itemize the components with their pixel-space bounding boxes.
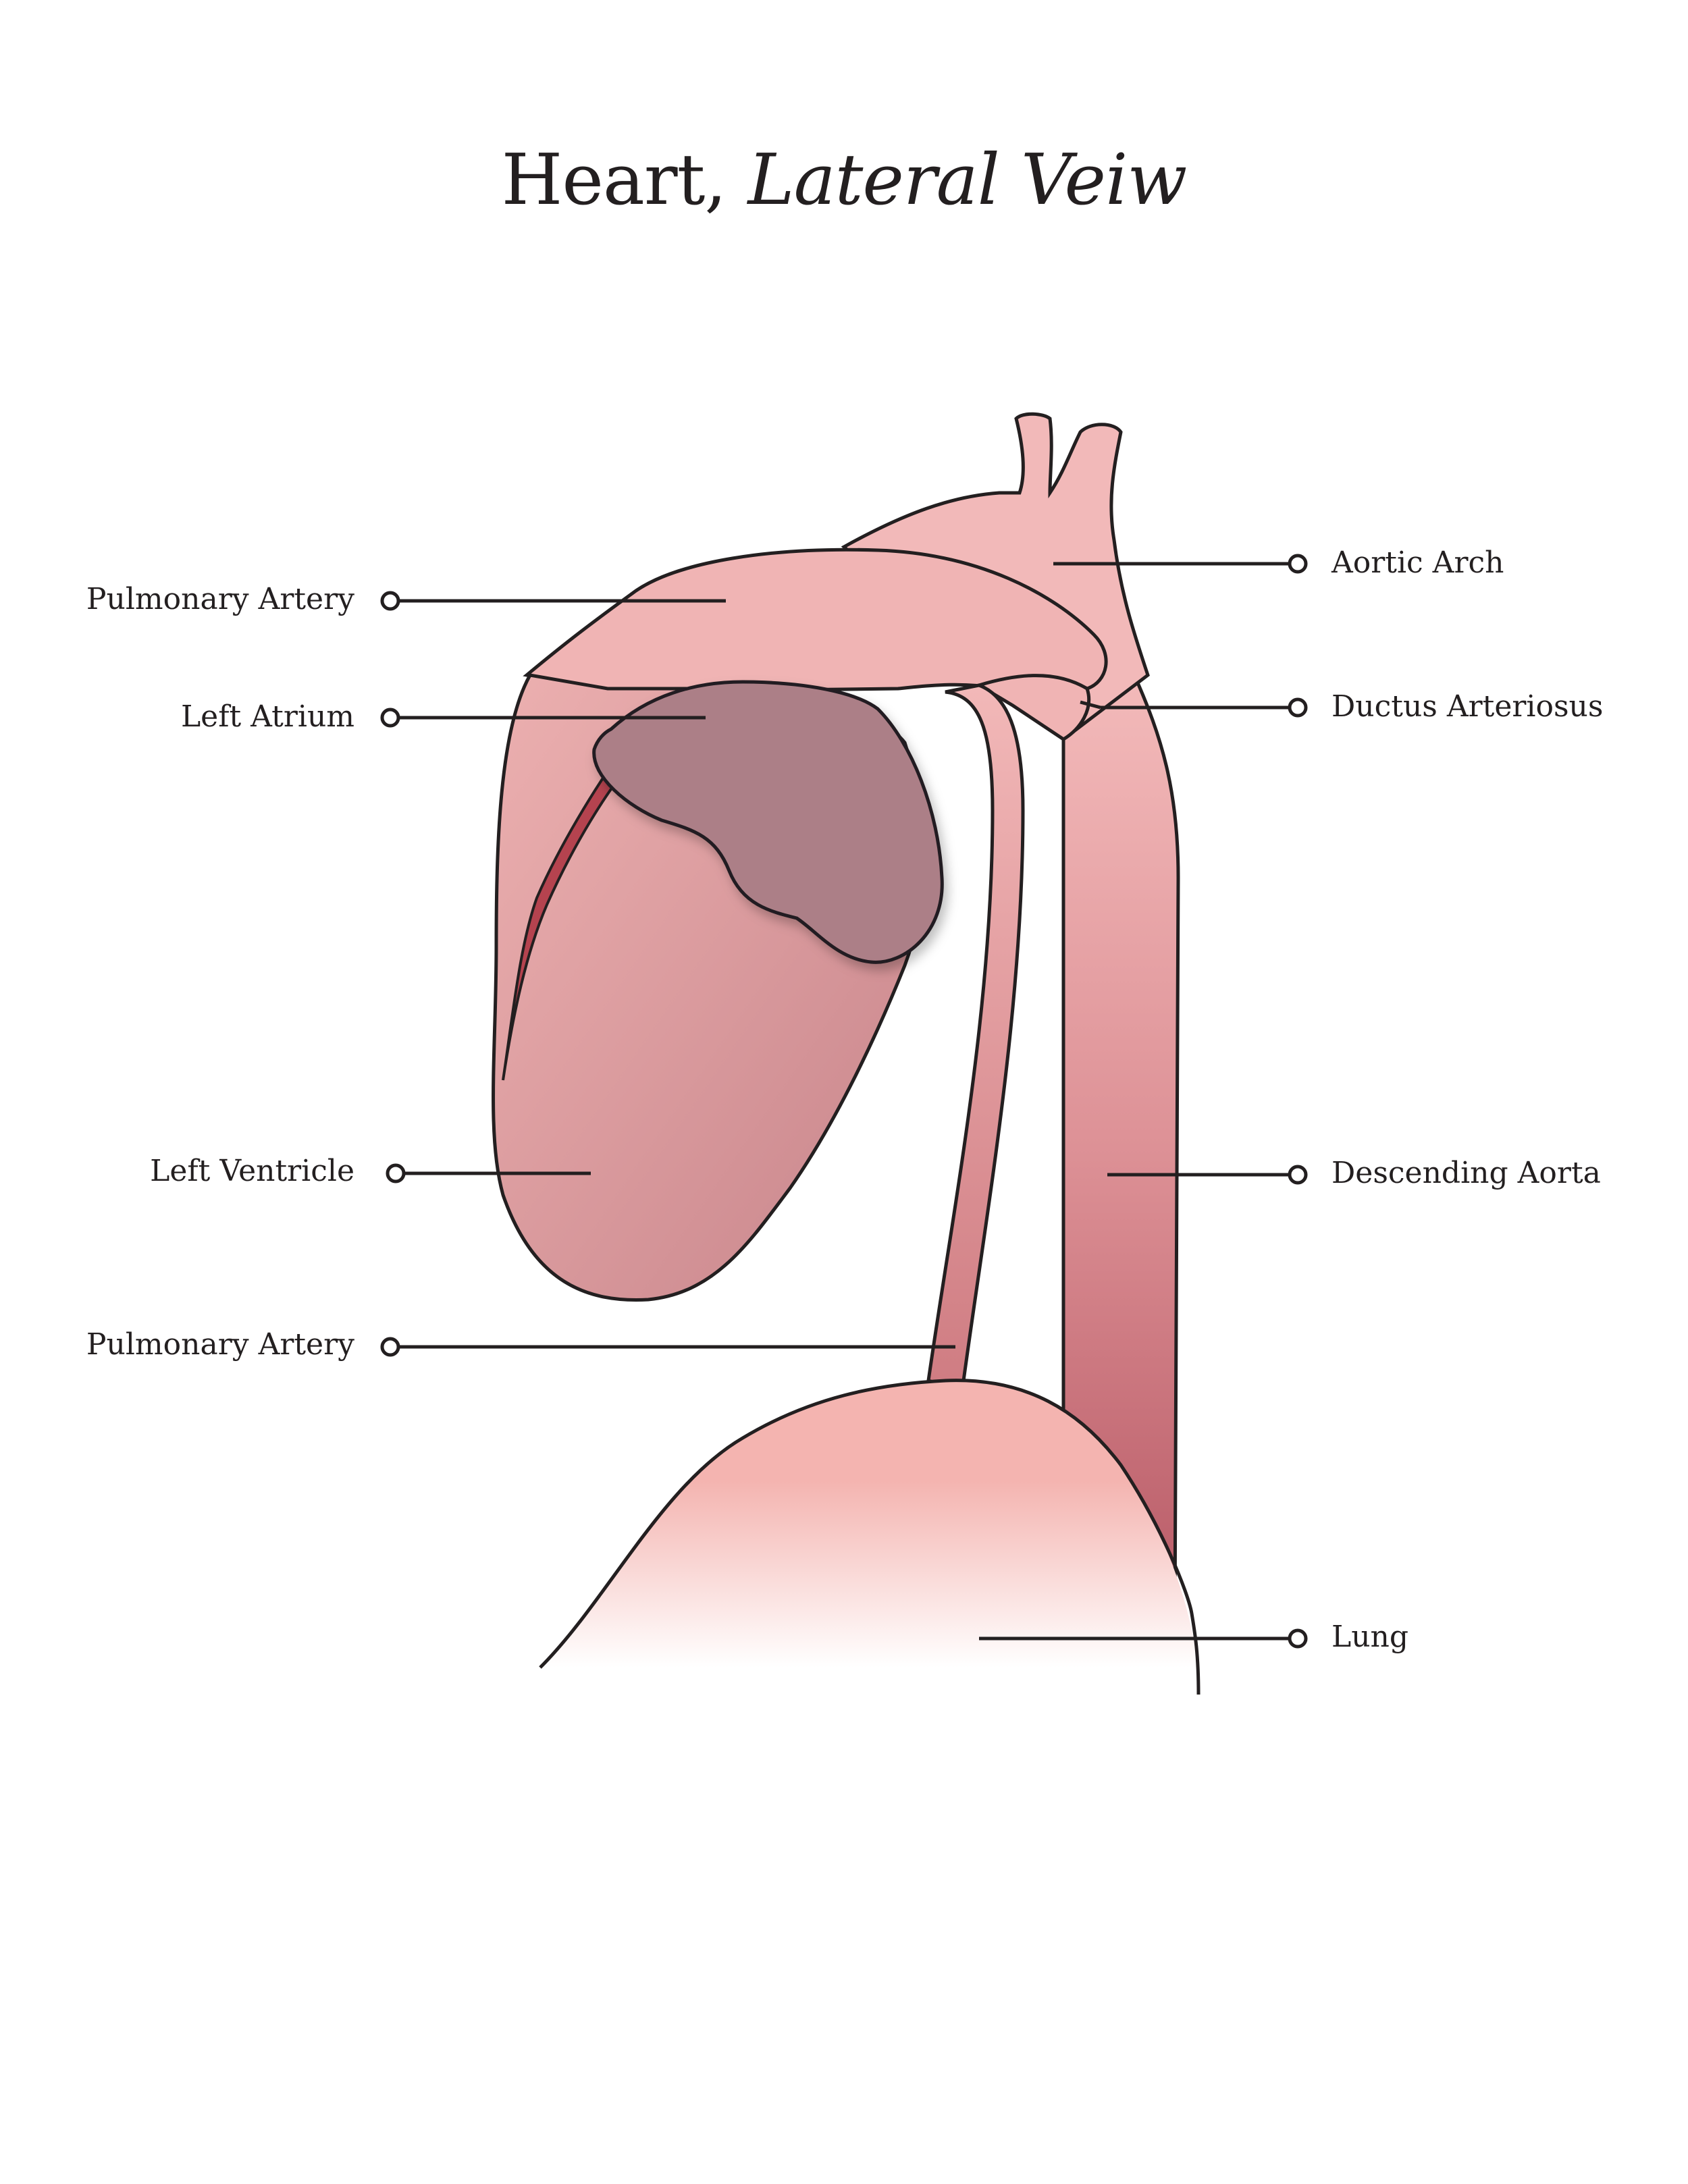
lung-shape [540,1380,1198,1668]
leader-lines-right [979,554,1308,1649]
pulmonary-artery-tube-shape [926,683,1025,1393]
label-lung: Lung [1331,1620,1409,1654]
label-descending-aorta: Descending Aorta [1331,1156,1601,1190]
title-main: Heart, [501,138,727,221]
label-pulmonary-artery-bottom: Pulmonary Artery [86,1327,354,1362]
title-emphasis: Lateral Veiw [747,138,1188,221]
label-left-ventricle: Left Ventricle [150,1154,354,1188]
leader-lines-left [380,591,955,1357]
left-atrium-shape [592,680,944,964]
descending-aorta-shape [1061,672,1180,1623]
page-title: Heart, Lateral Veiw [0,138,1688,221]
label-aortic-arch: Aortic Arch [1331,545,1504,580]
label-ductus-arteriosus: Ductus Arteriosus [1331,689,1604,724]
label-left-atrium: Left Atrium [180,699,354,734]
coronary-vessel-shape [502,754,634,1081]
ductus-arteriosus-shape [974,674,1091,741]
label-pulmonary-artery-top: Pulmonary Artery [86,582,354,616]
lung-outline [539,1379,1201,1695]
